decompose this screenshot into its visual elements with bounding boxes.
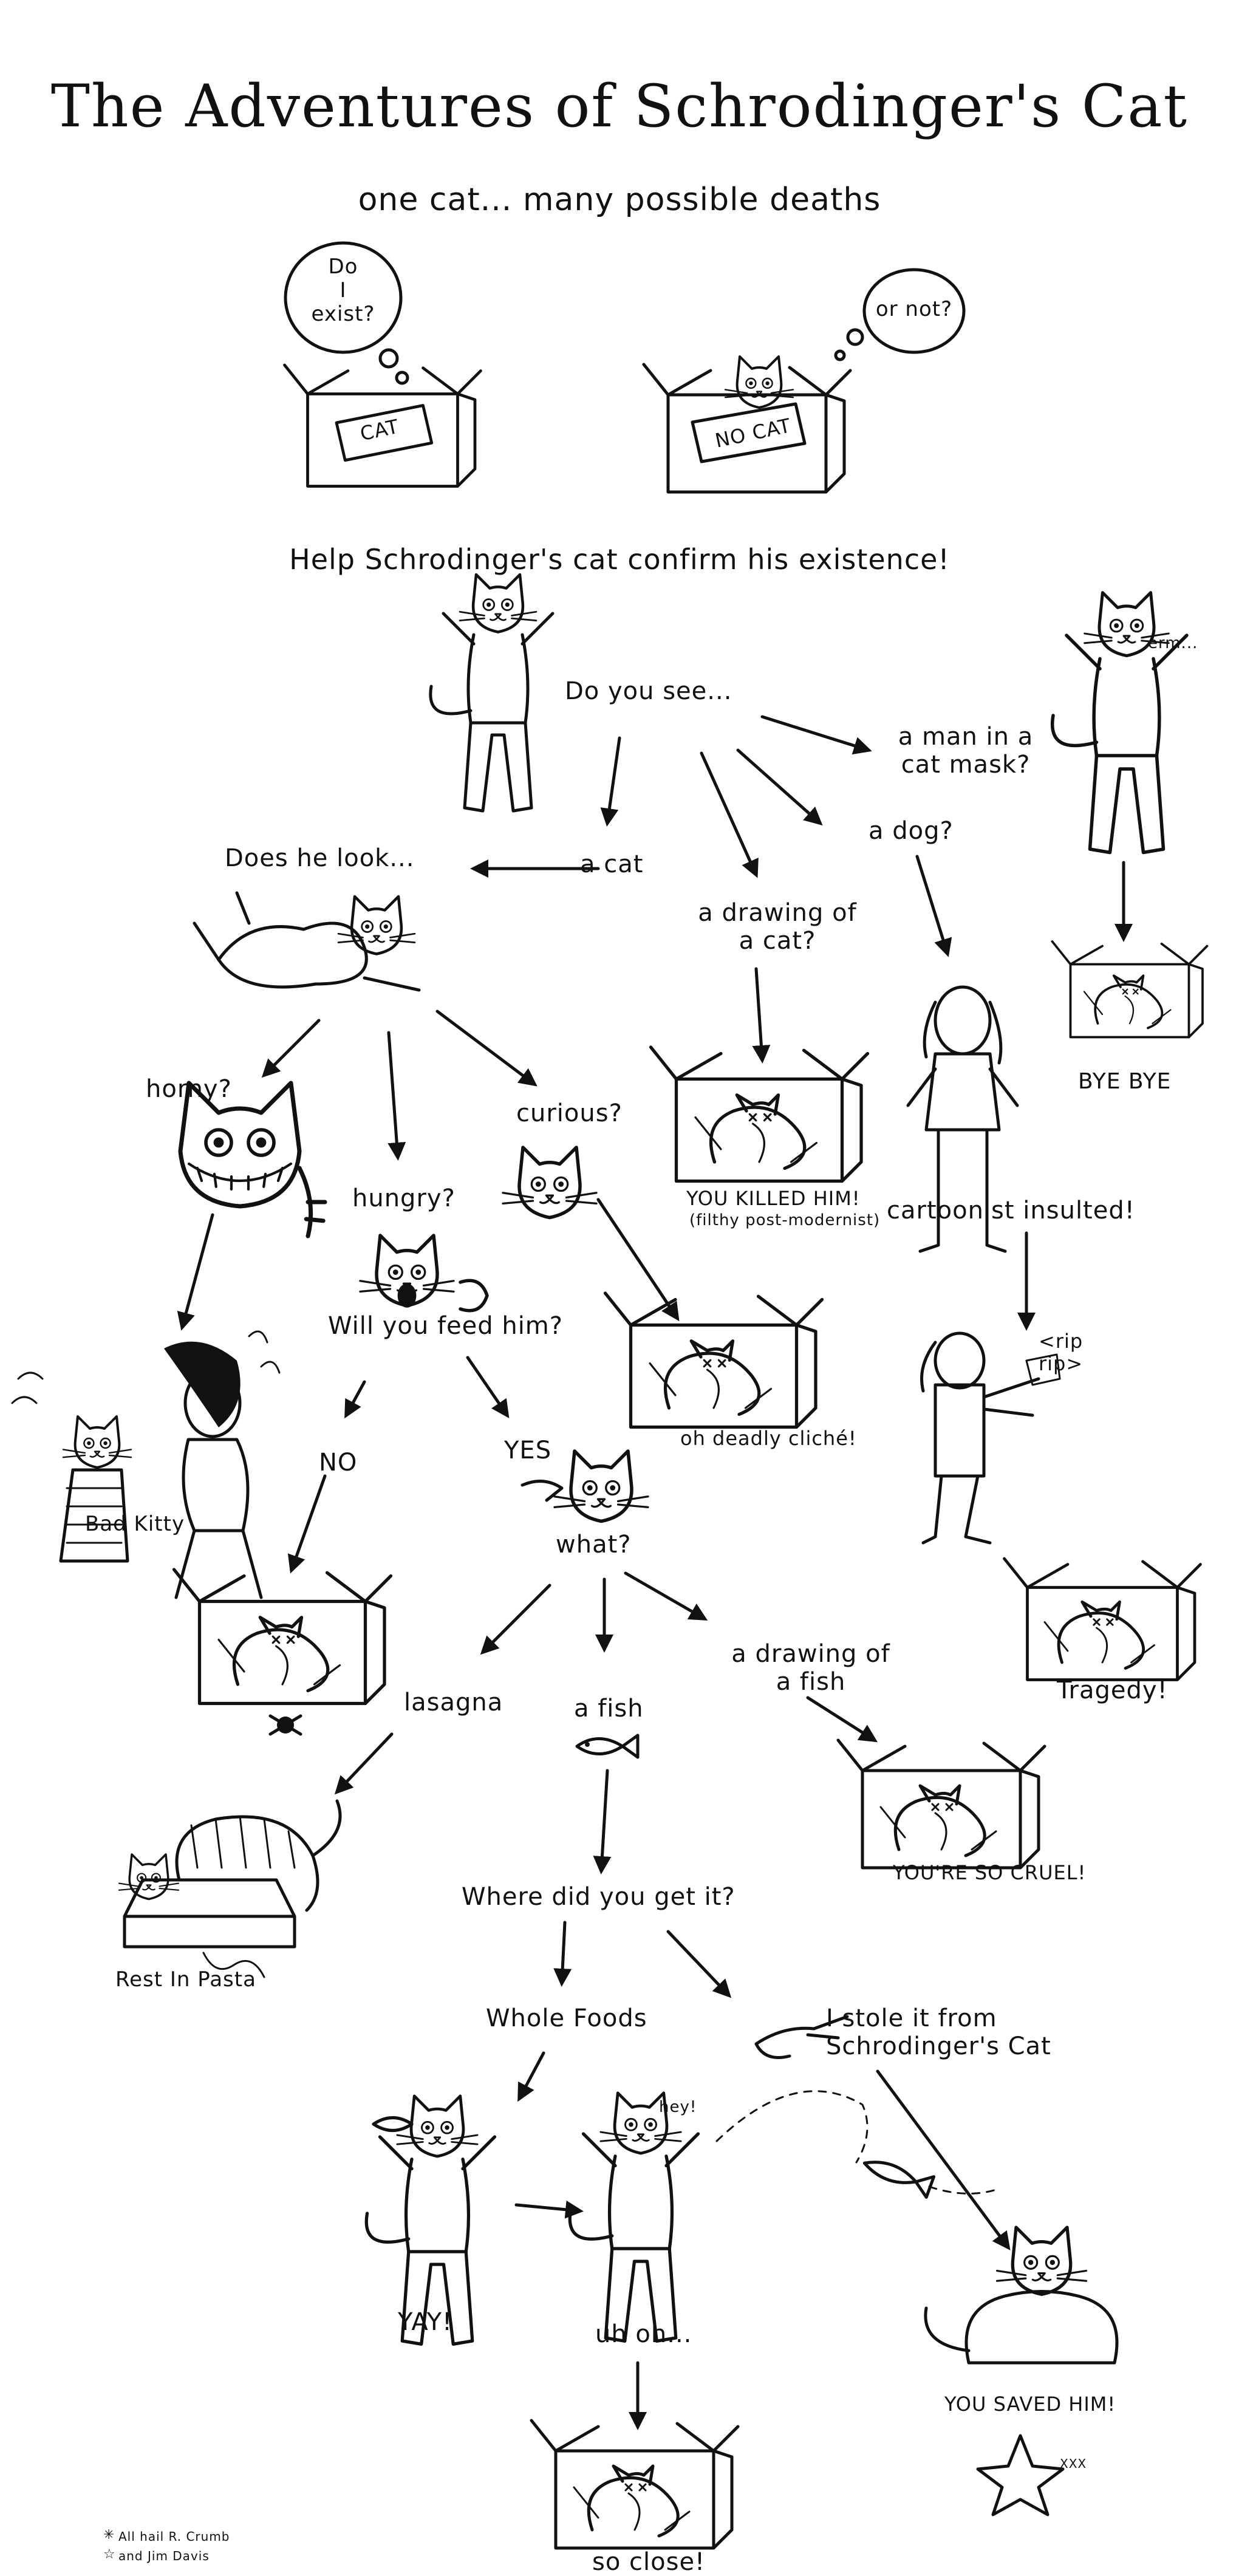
killed-box	[651, 1047, 868, 1181]
tragedy-box	[1005, 1559, 1201, 1680]
cliche-box	[606, 1293, 822, 1427]
uh-oh-cat	[570, 2093, 698, 2341]
mask-man	[1053, 593, 1187, 853]
horny-cat	[178, 1081, 327, 1238]
so-close-box	[531, 2421, 738, 2548]
node-will-you-feed: Will you feed him?	[328, 1312, 564, 1340]
node-drawing-of-cat: a drawing of a cat?	[698, 899, 857, 955]
start-cat	[431, 575, 553, 811]
page-title: The Adventures of Schrodinger's Cat	[50, 72, 1189, 140]
lying-cat	[193, 891, 421, 992]
node-so-close: so close!	[592, 2548, 706, 2576]
node-post-modernist: (filthy post-modernist)	[689, 1211, 881, 1229]
so-cruel-box	[838, 1740, 1045, 1868]
thought-text-left: Do I exist?	[311, 255, 375, 327]
cartoonist	[906, 985, 1019, 1253]
node-tragedy: Tragedy!	[1057, 1676, 1168, 1704]
yes-cat	[555, 1451, 648, 1522]
svg-text:☆: ☆	[103, 2547, 115, 2562]
node-hungry: hungry?	[352, 1184, 456, 1212]
node-erm: erm...	[1148, 634, 1198, 652]
footnote-2: and Jim Davis	[118, 2549, 210, 2563]
ripping-cartoonist	[920, 1331, 1061, 1545]
hungry-cat	[360, 1235, 489, 1313]
node-do-you-see: Do you see...	[565, 677, 732, 705]
node-whole-foods: Whole Foods	[486, 2004, 647, 2032]
node-horny: horny?	[146, 1075, 232, 1103]
node-drawing-of-fish: a drawing of a fish	[731, 1640, 890, 1696]
skull-icon	[268, 1714, 302, 1736]
svg-text:✳: ✳	[103, 2527, 114, 2543]
node-killed-him: YOU KILLED HIM!	[686, 1187, 861, 1210]
thought-text-right: or not?	[875, 297, 953, 321]
saved-cat	[924, 2227, 1119, 2365]
node-a-dog: a dog?	[869, 817, 954, 845]
node-curious: curious?	[516, 1099, 623, 1127]
node-yay: YAY!	[398, 2308, 453, 2336]
star-icon	[976, 2434, 1065, 2516]
node-you-saved-him: YOU SAVED HIM!	[944, 2393, 1116, 2416]
node-lasagna: lasagna	[404, 1689, 503, 1717]
bad-kitty-scene	[11, 1330, 281, 1599]
thought-bubble-left	[284, 241, 403, 354]
node-bye-bye: BYE BYE	[1078, 1069, 1172, 1094]
bye-bye-box	[1051, 940, 1209, 1039]
node-stole-it: I stole it from Schrodinger's Cat	[826, 2004, 1051, 2060]
node-what: what?	[556, 1531, 632, 1559]
thought-bubble-right	[862, 268, 966, 354]
prompt-text: Help Schrodinger's cat confirm his exist…	[289, 543, 950, 576]
node-yes: YES	[504, 1437, 552, 1464]
node-bad-kitty: Bad Kitty	[85, 1512, 185, 1536]
node-where-did-you-get: Where did you get it?	[462, 1883, 736, 1911]
node-deadly-cliche: oh deadly cliché!	[680, 1427, 857, 1450]
lasagna-cat	[118, 1799, 342, 1978]
footnote-1: All hail R. Crumb	[118, 2529, 230, 2544]
node-so-cruel: YOU'RE SO CRUEL!	[893, 1861, 1087, 1884]
node-cartoonist-insulted: cartoonist insulted!	[887, 1197, 1135, 1225]
flying-fish	[862, 2161, 936, 2199]
curious-cat	[503, 1147, 596, 1218]
yes-hand	[521, 1480, 564, 1502]
node-hey: hey!	[659, 2098, 697, 2116]
node-no: NO	[319, 1449, 358, 1477]
page-subtitle: one cat... many possible deaths	[358, 182, 881, 218]
box-no-cat	[644, 357, 850, 492]
yay-cat	[366, 2096, 494, 2344]
pointing-hand	[754, 2015, 849, 2059]
fish-icon	[575, 1734, 640, 1759]
node-a-fish: a fish	[574, 1695, 644, 1723]
node-uh-oh: uh oh...	[595, 2320, 692, 2348]
node-does-he-look: Does he look...	[225, 844, 415, 872]
node-rip-rip: <rip rip>	[1039, 1330, 1084, 1375]
box-cat	[285, 365, 481, 487]
node-a-cat: a cat	[580, 850, 644, 878]
node-xxx: XXX	[1060, 2456, 1087, 2471]
no-box	[174, 1570, 391, 1704]
node-man-in-mask: a man in a cat mask?	[898, 723, 1034, 779]
node-rest-in-pasta: Rest In Pasta	[115, 1967, 256, 1992]
